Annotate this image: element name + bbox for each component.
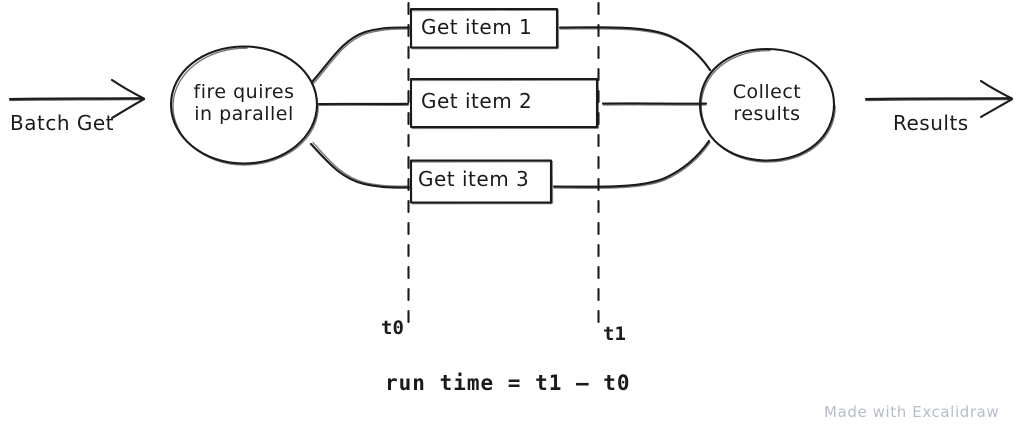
connector-box-1-to-collect [558, 26, 712, 72]
collect-results-ellipse [698, 47, 836, 163]
box-label-get-item-1: Get item 1 [421, 15, 533, 39]
excalidraw-watermark: Made with Excalidraw [824, 403, 1000, 421]
input-arrow [8, 78, 146, 120]
box-label-get-item-2: Get item 2 [421, 89, 533, 113]
output-arrow-label: Results [893, 111, 969, 135]
box-get-item-3 [409, 159, 554, 205]
connector-box-2-to-collect [601, 102, 708, 106]
runtime-formula: run time = t1 – t0 [385, 371, 631, 395]
box-label-get-item-3: Get item 3 [418, 167, 530, 191]
connector-box-3-to-collect [552, 139, 711, 189]
box-get-item-1 [409, 7, 560, 50]
connector-to-box-3 [309, 141, 411, 189]
output-arrow [864, 79, 1014, 119]
input-arrow-label: Batch Get [10, 111, 114, 135]
timeline-label-t0: t0 [381, 317, 404, 339]
fire-queries-ellipse [169, 45, 319, 166]
connector-to-box-2 [317, 102, 410, 107]
timeline-label-t1: t1 [603, 323, 626, 345]
connector-to-box-1 [310, 26, 411, 85]
box-get-item-2 [409, 77, 600, 130]
